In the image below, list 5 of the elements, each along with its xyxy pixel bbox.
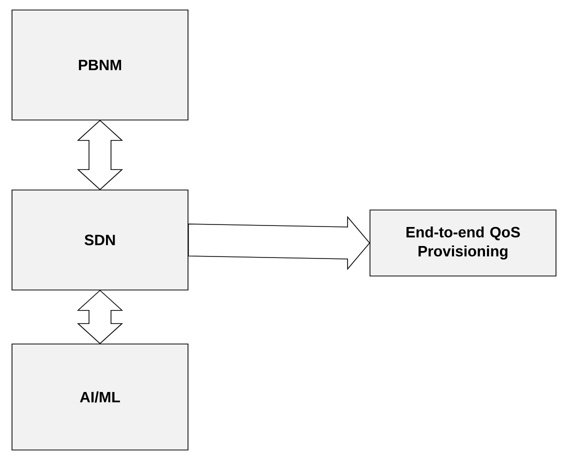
process-box: AI/ML: [12, 344, 188, 450]
process-box: PBNM: [12, 10, 188, 120]
process-box: SDN: [12, 190, 188, 290]
block-arrow: [188, 216, 370, 270]
process-box: End-to-end QoS Provisioning: [370, 210, 556, 276]
